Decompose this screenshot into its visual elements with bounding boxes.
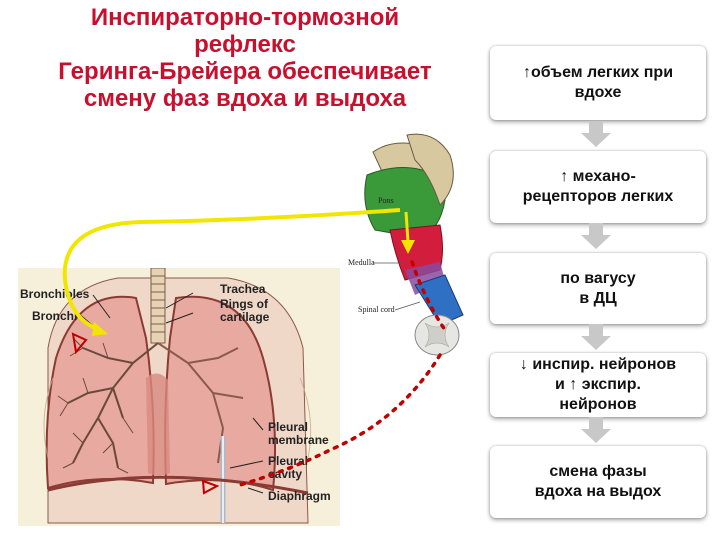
title-line: смену фаз вдоха и выдоха [83, 85, 407, 112]
flow-step-neurons: ↓ инспир. нейронов и ↑ экспир. нейронов [490, 353, 706, 417]
label-rings-line2: cartilage [220, 310, 270, 324]
slide-title: Инспираторно-тормозной рефлекс Геринга-Б… [10, 4, 480, 112]
brainstem-illustration [364, 133, 464, 356]
down-arrow-icon [581, 121, 611, 147]
flow-step-line: в ДЦ [579, 289, 617, 307]
flow-step-line: ↓ инспир. нейронов [519, 356, 677, 373]
down-arrow-icon [581, 223, 611, 249]
flow-step-line: вдохе [574, 84, 622, 101]
flow-step-line: рецепторов легких [522, 188, 674, 205]
flow-step-line: по вагусу [560, 269, 636, 287]
title-line: Геринга-Брейера обеспечивает [58, 58, 432, 85]
flow-step-line: нейронов [559, 396, 637, 413]
flow-step-mechanoreceptors: ↑ механо- рецепторов легких [490, 151, 706, 223]
down-arrow-icon [581, 417, 611, 443]
flow-step-line: и ↑ экспир. [555, 376, 641, 393]
label-medulla: Medulla [348, 258, 375, 267]
down-arrow-icon [581, 324, 611, 350]
label-pleural-cavity: Pleural cavity [268, 455, 308, 481]
label-spinal-cord: Spinal cord [358, 305, 395, 314]
label-bronchi: Bronchi [32, 309, 78, 323]
flow-step-lung-volume: ↑объем легких при вдохе [490, 46, 706, 120]
label-pons: Pons [378, 196, 394, 205]
flow-step-line: ↑ механо- [560, 168, 636, 185]
label-pleural-membrane-line2: membrane [268, 433, 329, 447]
label-pleural-membrane: Pleural membrane [268, 421, 329, 447]
lung-illustration [18, 268, 340, 526]
title-line: рефлекс [194, 31, 296, 58]
title-line: Инспираторно-тормозной [90, 4, 400, 31]
label-rings: Rings of cartilage [220, 298, 269, 324]
flow-step-vagus: по вагусу в ДЦ [490, 253, 706, 324]
flow-step-phase-change: смена фазы вдоха на выдох [490, 446, 706, 518]
flow-step-line: смена фазы [549, 463, 647, 480]
label-trachea: Trachea [220, 282, 266, 296]
flow-step-line: ↑объем легких при [522, 64, 674, 81]
label-diaphragm: Diaphragm [268, 489, 331, 503]
label-pleural-cavity-line2: cavity [268, 467, 303, 481]
flow-step-line: вдоха на выдох [534, 483, 662, 500]
label-bronchioles: Bronchioles [20, 287, 90, 301]
